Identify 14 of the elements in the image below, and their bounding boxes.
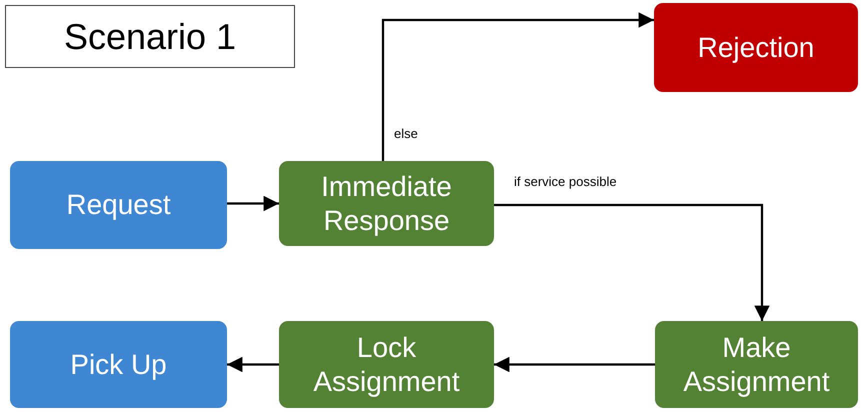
process-box: Immediate Response: [279, 161, 494, 246]
arrow: [494, 356, 655, 372]
terminal-box: Pick Up: [10, 321, 227, 408]
terminal-box: Request: [10, 161, 227, 249]
title-box: Scenario 1: [5, 5, 295, 68]
arrow: [382, 12, 654, 161]
edge-label: if service possible: [512, 174, 619, 189]
process-box: Make Assignment: [655, 321, 858, 408]
process-box: Lock Assignment: [279, 321, 494, 408]
arrow: [494, 204, 770, 321]
arrow: [227, 356, 279, 372]
arrow: [227, 196, 279, 212]
edge-label: else: [392, 126, 420, 141]
rejection-box: Rejection: [654, 3, 858, 92]
